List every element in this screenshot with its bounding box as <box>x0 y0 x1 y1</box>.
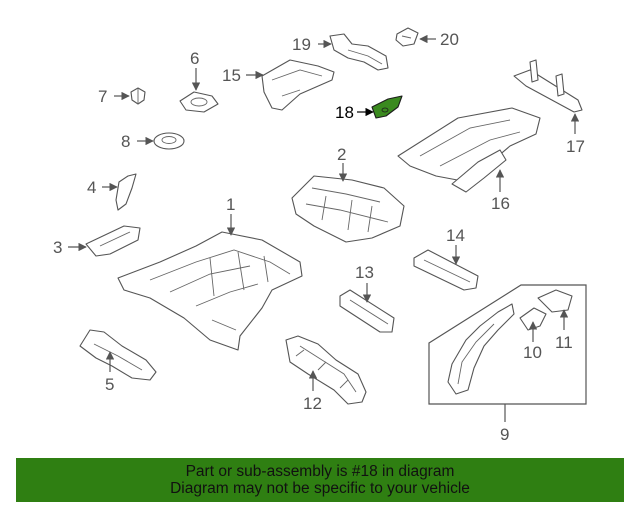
part-12-side-rail[interactable]: 12 <box>285 335 367 413</box>
part-13-member[interactable]: 13 <box>339 263 395 333</box>
callout-16: 16 <box>491 194 510 213</box>
callout-15: 15 <box>222 66 241 85</box>
banner-line-2: Diagram may not be specific to your vehi… <box>170 480 470 497</box>
callout-13: 13 <box>355 263 374 282</box>
callout-4: 4 <box>87 178 96 197</box>
part-6-mount[interactable]: 6 <box>179 49 219 113</box>
part-7-clip[interactable]: 7 <box>98 87 146 106</box>
callout-3: 3 <box>53 238 62 257</box>
part-9-rear-rail-assembly[interactable]: 9 10 11 <box>428 284 587 444</box>
part-3-reinforcement[interactable]: 3 <box>53 225 141 257</box>
part-18-bracket-highlighted[interactable]: 18 <box>335 95 403 122</box>
callout-6: 6 <box>190 49 199 68</box>
callout-12: 12 <box>303 394 322 413</box>
info-banner: Part or sub-assembly is #18 in diagram D… <box>16 458 624 502</box>
callout-11: 11 <box>555 333 573 352</box>
banner-line-1: Part or sub-assembly is #18 in diagram <box>185 463 455 480</box>
callout-9: 9 <box>500 425 509 444</box>
part-19-reinforcement[interactable]: 19 <box>292 33 389 71</box>
part-16-rear-floor-panel[interactable]: 16 <box>397 107 541 213</box>
callout-17: 17 <box>566 137 585 156</box>
part-14-crossmember[interactable]: 14 <box>413 226 479 291</box>
part-20-bracket[interactable]: 20 <box>395 27 459 49</box>
exploded-parts-diagram: 20 19 15 6 7 <box>53 27 587 444</box>
part-4-bracket[interactable]: 4 <box>87 173 137 211</box>
callout-2: 2 <box>337 145 346 164</box>
callout-1: 1 <box>226 195 235 214</box>
part-17-crossmember[interactable]: 17 <box>513 59 585 156</box>
part-15-panel[interactable]: 15 <box>222 59 335 111</box>
callout-7: 7 <box>98 87 107 106</box>
callout-20: 20 <box>440 30 459 49</box>
part-8-grommet[interactable]: 8 <box>121 132 185 151</box>
callout-19: 19 <box>292 35 311 54</box>
callout-5: 5 <box>105 375 114 394</box>
part-1-rear-floor[interactable]: 1 <box>117 195 303 351</box>
part-18-shape <box>371 95 403 119</box>
part-2-floor-pan[interactable]: 2 <box>291 145 405 243</box>
part-5-side-member[interactable]: 5 <box>79 329 157 394</box>
callout-8: 8 <box>121 132 130 151</box>
callout-14: 14 <box>446 226 465 245</box>
callout-10: 10 <box>523 343 542 362</box>
callout-18: 18 <box>335 103 354 122</box>
